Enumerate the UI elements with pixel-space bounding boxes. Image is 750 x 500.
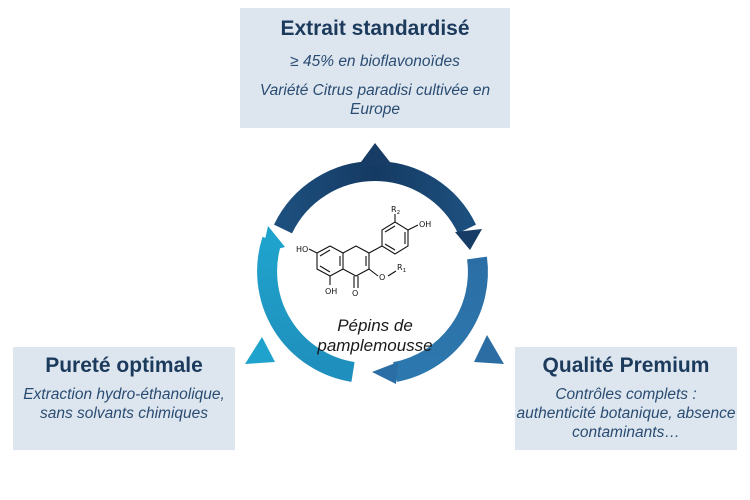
box-title: Qualité Premium xyxy=(542,354,710,377)
mol-carbonyl-o: O xyxy=(352,289,358,298)
box-title: Pureté optimale xyxy=(45,354,203,377)
mol-oh-right: OH xyxy=(419,220,431,229)
box-text-line: Extraction hydro-éthanolique, sans solva… xyxy=(23,386,225,422)
arc-right-arrowhead xyxy=(372,362,398,384)
box-text-line: ≥ 45% en bioflavonoïdes xyxy=(290,53,460,70)
arc-top-arrowhead xyxy=(455,229,482,250)
box-text-line: Variété Citrus paradisi cultivée en Euro… xyxy=(259,82,491,118)
mol-ether-o: O xyxy=(379,273,385,282)
premium-quality-box: Qualité Premium Contrôles complets : aut… xyxy=(515,347,737,450)
standardized-extract-box: Extrait standardisé ≥ 45% en bioflavonoï… xyxy=(240,8,510,128)
arc-left-arrowhead xyxy=(262,226,285,253)
triangle-marker-left xyxy=(245,337,275,364)
optimal-purity-box: Pureté optimale Extraction hydro-éthanol… xyxy=(13,347,235,450)
mol-oh-bottom: OH xyxy=(325,287,337,296)
mol-r2: R2 xyxy=(391,205,400,216)
arc-right xyxy=(392,256,488,382)
box-title: Extrait standardisé xyxy=(280,17,470,40)
arc-left xyxy=(257,236,355,382)
triangle-marker-top xyxy=(358,143,393,166)
center-label: Pépins de pamplemousse xyxy=(317,316,433,355)
arc-top xyxy=(273,161,477,234)
mol-oh-left: HO xyxy=(296,245,308,254)
flavonoid-structure xyxy=(308,214,419,288)
triangle-marker-right xyxy=(474,335,504,364)
box-text-line: Contrôles complets : authenticité botani… xyxy=(516,386,736,441)
mol-r1: R1 xyxy=(397,263,406,274)
